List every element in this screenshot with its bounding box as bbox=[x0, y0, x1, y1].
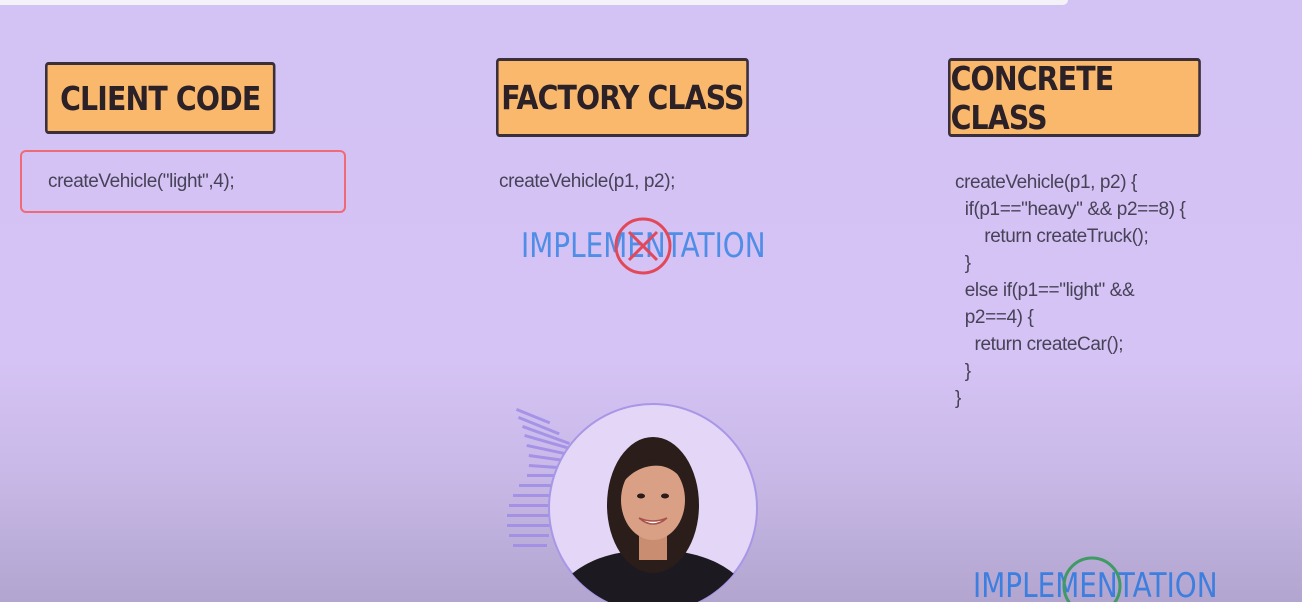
concrete-class-header: CONCRETE CLASS bbox=[948, 58, 1201, 137]
factory-class-header-label: FACTORY CLASS bbox=[501, 78, 744, 117]
concrete-code-line: return createCar(); bbox=[955, 334, 1124, 355]
check-ring-icon bbox=[1062, 556, 1122, 602]
concrete-code-line: } bbox=[955, 361, 971, 382]
concrete-code-line: else if(p1=="light" && bbox=[955, 280, 1135, 301]
concrete-implementation-label: IMPLEMENTATION bbox=[973, 566, 1218, 602]
client-call-code: createVehicle("light",4); bbox=[48, 171, 235, 192]
concrete-code-line: } bbox=[955, 388, 961, 409]
client-code-header-label: CLIENT CODE bbox=[60, 78, 261, 118]
concrete-class-header-label: CONCRETE CLASS bbox=[950, 58, 1115, 137]
client-code-header: CLIENT CODE bbox=[45, 62, 276, 134]
top-bar bbox=[0, 0, 1068, 5]
client-call-highlight bbox=[20, 150, 346, 213]
concrete-code-line: return createTruck(); bbox=[955, 226, 1149, 247]
factory-call-code: createVehicle(p1, p2); bbox=[499, 171, 676, 192]
factory-class-header: FACTORY CLASS bbox=[496, 58, 749, 137]
concrete-code-block: createVehicle(p1, p2) { if(p1=="heavy" &… bbox=[955, 169, 1186, 412]
concrete-code-line: } bbox=[955, 253, 971, 274]
concrete-code-line: createVehicle(p1, p2) { bbox=[955, 172, 1137, 193]
cross-icon bbox=[614, 217, 672, 275]
concrete-code-line: if(p1=="heavy" && p2==8) { bbox=[955, 199, 1186, 220]
concrete-code-line: p2==4) { bbox=[955, 307, 1034, 328]
presenter-avatar bbox=[507, 403, 758, 602]
